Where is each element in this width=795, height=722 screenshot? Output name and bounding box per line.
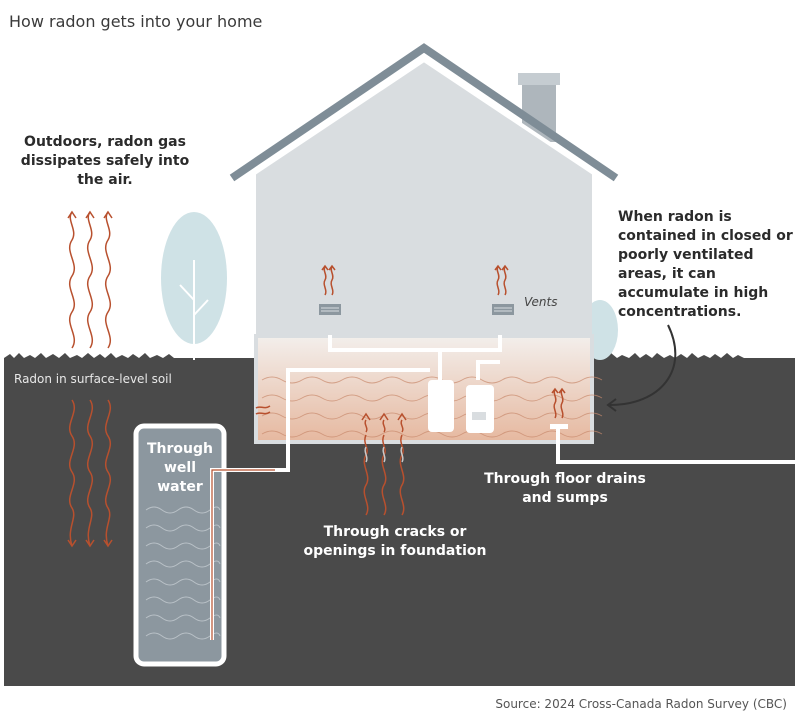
water-heater: [428, 380, 454, 432]
page-title: How radon gets into your home: [9, 12, 263, 31]
drain-radon-arrows: [551, 387, 566, 419]
outdoors-note: Outdoors, radon gas dissipates safely in…: [20, 134, 190, 188]
vent-right-icon: [492, 304, 514, 315]
grass-right: [594, 353, 795, 358]
floor-drains-label: Through floor drains and sumps: [484, 471, 646, 506]
roof: [229, 43, 619, 182]
wall-radon-arrows: [255, 405, 271, 415]
callout-arrow: [609, 324, 677, 406]
grass-left: [4, 353, 258, 358]
tree-icon: [161, 212, 227, 360]
accumulate-note: When radon is contained in closed or poo…: [618, 209, 793, 320]
house-wall: [256, 60, 592, 335]
well-icon: [133, 423, 290, 667]
crack-radon-arrows: [361, 412, 407, 516]
soil-label: Radon in surface-level soil: [14, 372, 172, 386]
soil-radon-waves: [67, 399, 113, 548]
furnace: [466, 385, 494, 433]
basement: [256, 336, 592, 442]
foundation-cracks-label: Through cracks or openings in foundation: [303, 524, 487, 559]
ductwork: [286, 335, 502, 470]
floor-drain-icon: [550, 424, 795, 464]
vents-label: Vents: [524, 295, 558, 309]
vent-radon-arrows: [321, 264, 509, 296]
well-water-label: Through well water: [147, 441, 213, 495]
vent-left-icon: [319, 304, 341, 315]
source-label: Source: 2024 Cross-Canada Radon Survey (…: [495, 697, 787, 711]
outdoor-radon-arrows: [67, 210, 113, 349]
